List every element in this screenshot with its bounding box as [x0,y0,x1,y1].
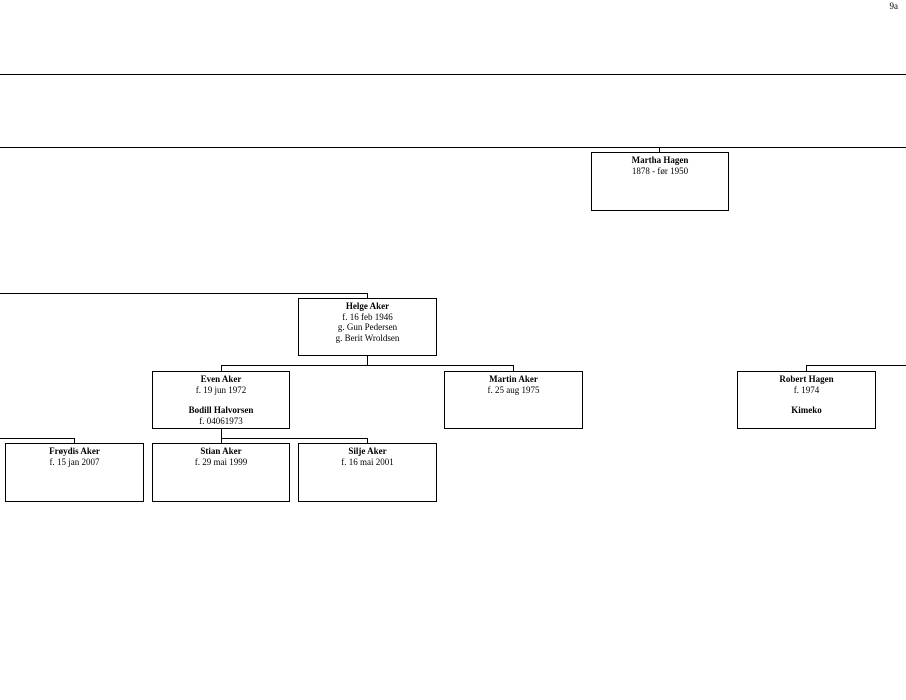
page-number: 9a [889,1,899,11]
connector-line [0,293,368,294]
person-dates: 1878 - før 1950 [631,165,689,176]
person-marriage: g. Gun Pedersen [337,322,398,332]
connector-line [806,365,906,366]
connector-line [74,438,75,443]
person-box-robert-hagen[interactable]: Robert Hagen f. 1974 Kimeko [737,371,876,429]
spouse-name: Bodill Halvorsen [188,405,254,415]
spacer [153,395,289,405]
person-box-martin-aker[interactable]: Martin Aker f. 25 aug 1975 [444,371,583,429]
connector-line [513,365,514,371]
person-dates: f. 16 feb 1946 [342,311,393,322]
person-marriage: g. Berit Wroldsen [335,332,400,343]
person-dates: f. 1974 [793,384,820,395]
connector-line [221,365,514,366]
person-box-martha-hagen[interactable]: Martha Hagen 1878 - før 1950 [591,152,729,211]
person-name: Silje Aker [348,446,387,456]
person-box-silje-aker[interactable]: Silje Aker f. 16 mai 2001 [298,443,437,502]
person-dates: f. 16 mai 2001 [341,456,394,467]
person-name: Robert Hagen [779,374,834,384]
person-box-helge-aker[interactable]: Helge Aker f. 16 feb 1946 g. Gun Pederse… [298,298,437,356]
connector-line [659,147,660,152]
person-dates: f. 19 jun 1972 [195,384,247,395]
spacer [738,395,875,405]
connector-line [221,428,222,438]
person-note: Kimeko [791,405,822,415]
person-dates: f. 25 aug 1975 [487,384,540,395]
person-name: Stian Aker [200,446,242,456]
person-name: Martha Hagen [631,155,689,165]
connector-line [221,365,222,371]
connector-line [221,438,222,443]
connector-line [367,438,368,443]
person-name: Frøydis Aker [49,446,100,456]
person-dates: f. 15 jan 2007 [49,456,100,467]
person-name: Even Aker [200,374,242,384]
generation-divider [0,147,906,148]
person-box-stian-aker[interactable]: Stian Aker f. 29 mai 1999 [152,443,290,502]
person-box-even-aker[interactable]: Even Aker f. 19 jun 1972 Bodill Halvorse… [152,371,290,429]
generation-divider [0,74,906,75]
person-name: Helge Aker [345,301,390,311]
connector-line [367,293,368,298]
connector-line [806,365,807,371]
connector-line [221,438,368,439]
spouse-dates: f. 04061973 [199,415,243,426]
connector-line [0,438,75,439]
person-name: Martin Aker [489,374,538,384]
connector-line [367,355,368,365]
person-dates: f. 29 mai 1999 [194,456,248,467]
person-box-froydis-aker[interactable]: Frøydis Aker f. 15 jan 2007 [5,443,144,502]
